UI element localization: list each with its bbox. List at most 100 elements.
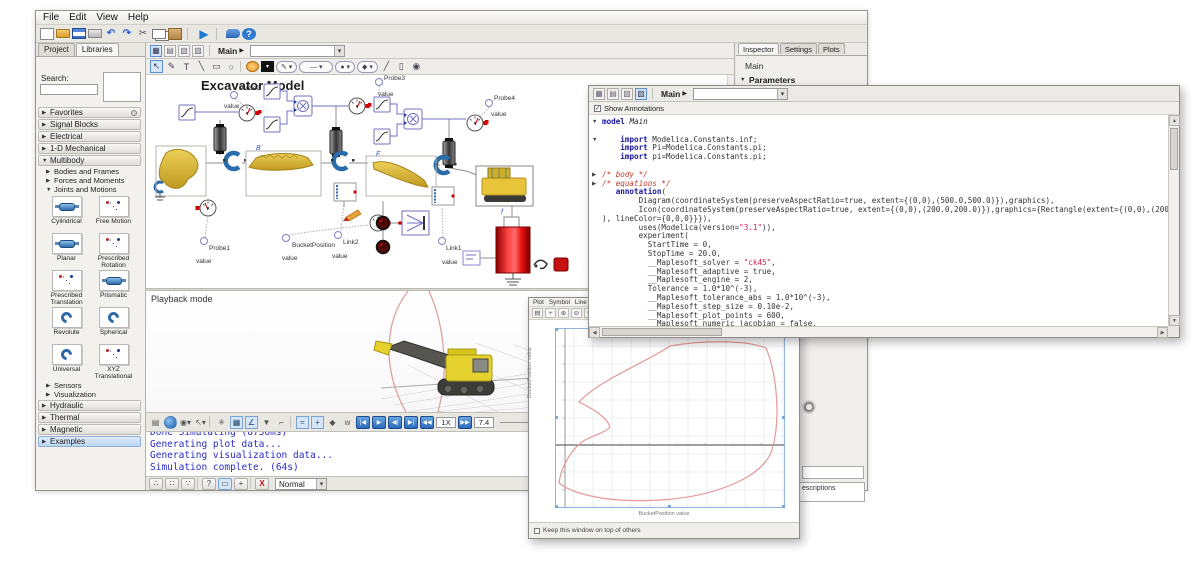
- library-subsection[interactable]: ▶ Forces and Moments: [46, 176, 125, 185]
- annotation-view-icon[interactable]: ▨: [192, 44, 204, 57]
- world-icon[interactable]: ●: [164, 415, 177, 429]
- inspector-tab[interactable]: Settings: [779, 43, 817, 54]
- fold-marker[interactable]: [592, 144, 602, 153]
- fold-marker[interactable]: [592, 188, 602, 197]
- droplet-icon[interactable]: ◆: [329, 417, 336, 427]
- pen-tool-icon[interactable]: ✎: [167, 61, 176, 71]
- paste-icon[interactable]: [168, 27, 182, 40]
- palette-component[interactable]: Prismatic: [90, 270, 137, 306]
- play-button[interactable]: ▶: [372, 415, 386, 429]
- camera-angle-dropdown[interactable]: ◉▾: [180, 417, 191, 427]
- fold-marker[interactable]: [592, 206, 602, 215]
- arrow-style-dropdown[interactable]: ● ▾: [335, 60, 356, 73]
- model-view-icon[interactable]: ▧: [621, 87, 633, 100]
- menu-item[interactable]: Help: [127, 12, 149, 23]
- flag-icon[interactable]: ▼: [262, 417, 271, 427]
- help-icon[interactable]: ?: [242, 27, 256, 40]
- vertical-scrollbar[interactable]: ▲ ▼: [1168, 115, 1180, 326]
- menu-item[interactable]: File: [43, 12, 60, 23]
- scroll-up-icon[interactable]: ▲: [1169, 115, 1180, 126]
- subsystem-dropdown[interactable]: [250, 44, 345, 57]
- fill-color-icon[interactable]: ▾: [261, 61, 274, 72]
- inspector-tab[interactable]: Plots: [817, 43, 845, 54]
- console-mode-dropdown[interactable]: Normal: [275, 477, 327, 490]
- help-pointer-icon[interactable]: ?: [202, 477, 216, 490]
- library-subsection[interactable]: ▶ Bodies and Frames: [46, 167, 120, 176]
- library-section-header[interactable]: ▶ Signal Blocks: [38, 119, 141, 130]
- fold-marker[interactable]: ▶: [592, 171, 597, 178]
- line-tool-icon[interactable]: ╲: [198, 61, 205, 71]
- fold-marker[interactable]: [592, 215, 602, 224]
- inspector-tab[interactable]: Inspector: [738, 43, 779, 54]
- angle-icon[interactable]: ⌐: [279, 417, 284, 427]
- crosshair-icon[interactable]: +: [234, 477, 248, 490]
- speed-box[interactable]: 1X: [436, 416, 456, 428]
- step-back-button[interactable]: ◀|: [388, 415, 402, 429]
- sep[interactable]: [187, 27, 192, 40]
- select-tool-icon[interactable]: ↖: [150, 60, 163, 73]
- skip-start-button[interactable]: |◀: [356, 415, 370, 429]
- model-view-icon[interactable]: ▧: [178, 44, 190, 57]
- open-file-icon[interactable]: [56, 29, 70, 38]
- fold-marker[interactable]: [592, 259, 602, 268]
- library-section-header[interactable]: ▼ Multibody: [38, 155, 141, 166]
- axes-icon[interactable]: ∠: [245, 415, 258, 429]
- print-icon[interactable]: [88, 29, 102, 38]
- parameters-header[interactable]: ▼ Parameters: [740, 75, 796, 85]
- library-section-header[interactable]: ▶ Thermal: [38, 412, 141, 423]
- probe-display-icon[interactable]: ∴: [149, 477, 163, 490]
- breadcrumb[interactable]: Main: [218, 45, 238, 56]
- undo-icon[interactable]: ↶: [106, 28, 116, 39]
- palette-component[interactable]: XYZ Translational: [90, 344, 137, 380]
- grid-view-icon[interactable]: ▤: [607, 87, 619, 100]
- clear-console-button[interactable]: X: [255, 477, 269, 490]
- show-annotations-checkbox[interactable]: ✓: [594, 104, 601, 112]
- time-box[interactable]: 7.4: [474, 416, 494, 428]
- palette-component[interactable]: Universal: [43, 344, 90, 380]
- palette-component[interactable]: Planar: [43, 233, 90, 269]
- attachment-icon[interactable]: ◉: [412, 61, 421, 71]
- highlight-color-icon[interactable]: [246, 61, 259, 72]
- fold-marker[interactable]: ▼: [592, 136, 598, 143]
- plot-zoom-out-icon[interactable]: ⊖: [571, 308, 582, 318]
- plot-area[interactable]: [555, 328, 785, 508]
- scrollbar-thumb[interactable]: [1170, 128, 1178, 170]
- sep[interactable]: [209, 416, 213, 428]
- comment-icon[interactable]: [226, 29, 240, 38]
- fold-marker[interactable]: [592, 250, 602, 259]
- snap-icon[interactable]: ▭: [218, 477, 232, 490]
- keep-on-top-checkbox[interactable]: [534, 527, 540, 534]
- pointer-dropdown[interactable]: ↖▾: [195, 417, 206, 427]
- walk-icon[interactable]: w: [344, 417, 351, 427]
- pen-style-dropdown[interactable]: ✎ ▾: [276, 60, 298, 73]
- fast-forward-button[interactable]: ▶▶: [458, 415, 472, 429]
- scrollbar-thumb[interactable]: [602, 328, 722, 336]
- sep[interactable]: [197, 478, 200, 489]
- menu-item[interactable]: Edit: [69, 12, 87, 23]
- fold-marker[interactable]: [592, 224, 602, 233]
- gear-icon[interactable]: [804, 402, 814, 412]
- fold-marker[interactable]: [592, 162, 602, 171]
- menu-item[interactable]: View: [96, 12, 118, 23]
- save-icon[interactable]: [72, 28, 86, 39]
- cut-icon[interactable]: ✂: [138, 28, 148, 39]
- palette-component[interactable]: Spherical: [90, 307, 137, 343]
- fold-marker[interactable]: ▶: [592, 180, 597, 187]
- palette-component[interactable]: Free Motion: [90, 196, 137, 232]
- scroll-down-icon[interactable]: ▼: [1169, 315, 1180, 326]
- palette-component[interactable]: Cylindrical: [43, 196, 90, 232]
- fold-marker[interactable]: [592, 294, 602, 303]
- fold-marker[interactable]: [592, 127, 602, 136]
- library-subsection[interactable]: ▶ Visualization: [46, 390, 96, 399]
- panel-tab[interactable]: Libraries: [75, 43, 119, 56]
- sep[interactable]: [240, 61, 244, 72]
- search-input[interactable]: [40, 84, 98, 95]
- diagram-view-icon[interactable]: ▦: [593, 87, 605, 100]
- run-simulation-icon[interactable]: ▶: [199, 26, 209, 41]
- trace-icon[interactable]: ∷: [165, 477, 179, 490]
- scroll-right-icon[interactable]: ▶: [1157, 327, 1168, 338]
- plot-menu-item[interactable]: Plot: [533, 298, 544, 306]
- grid-toggle-icon[interactable]: ▦: [230, 415, 243, 429]
- code-view-icon[interactable]: ▨: [635, 87, 647, 100]
- plot-pan-icon[interactable]: +: [545, 308, 556, 318]
